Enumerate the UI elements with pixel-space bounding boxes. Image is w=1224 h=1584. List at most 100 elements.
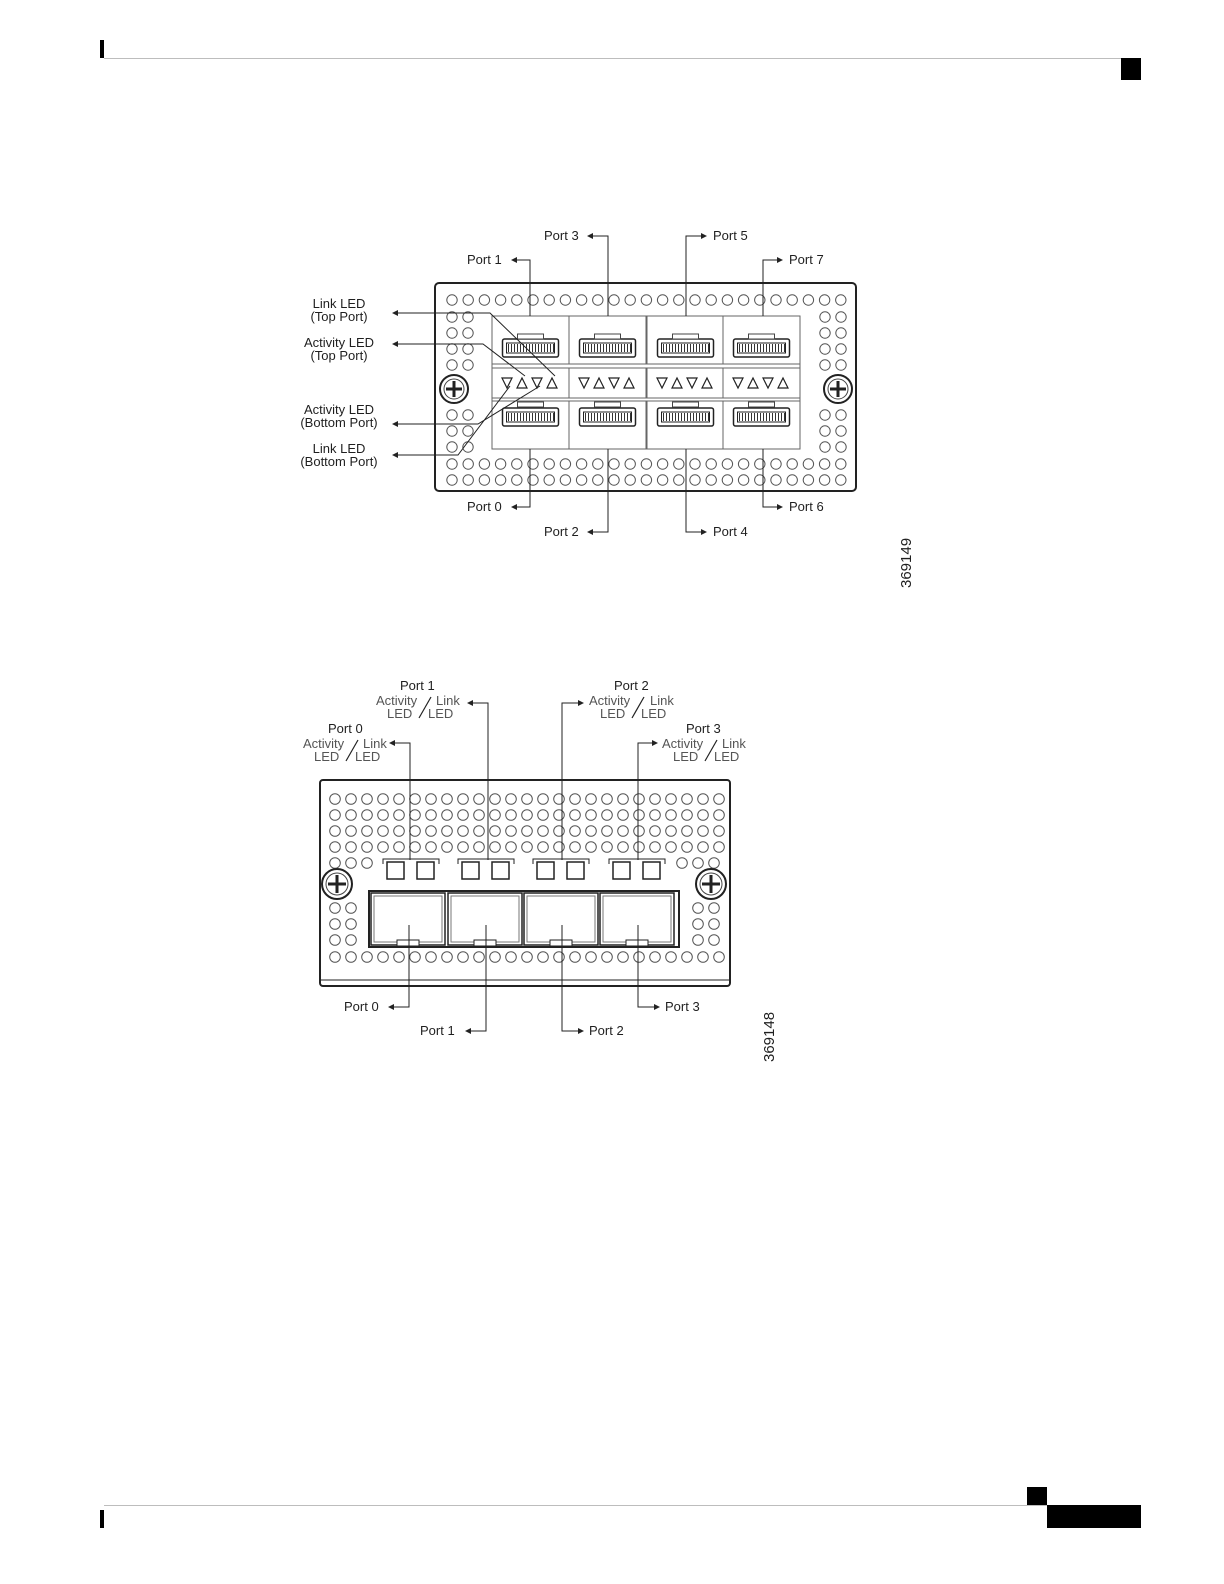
vent-hole — [819, 343, 831, 355]
vent-hole — [665, 951, 677, 963]
vent-hole — [393, 951, 405, 963]
svg-text:Port 2: Port 2 — [614, 678, 649, 693]
vent-hole — [511, 294, 523, 306]
vent-hole — [462, 327, 474, 339]
vent-hole — [835, 327, 847, 339]
vent-holes — [446, 294, 847, 486]
vent-hole — [473, 825, 485, 837]
link-led-top-sublabel: (Top Port) — [310, 309, 367, 324]
svg-text:LED: LED — [314, 749, 339, 764]
vent-hole — [345, 902, 357, 914]
vent-hole — [489, 825, 501, 837]
vent-hole — [786, 474, 798, 486]
vent-hole — [673, 474, 685, 486]
vent-hole — [835, 294, 847, 306]
vent-hole — [393, 825, 405, 837]
vent-hole — [505, 825, 517, 837]
port-2-label: Port 2 — [544, 524, 579, 539]
vent-hole — [819, 441, 831, 453]
vent-hole — [601, 841, 613, 853]
led-triangle — [686, 377, 698, 390]
vent-hole — [489, 793, 501, 805]
vent-hole — [713, 793, 725, 805]
vent-hole — [446, 311, 458, 323]
vent-hole — [527, 474, 539, 486]
vent-hole — [521, 951, 533, 963]
link-led-bottom-sublabel: (Bottom Port) — [300, 454, 377, 469]
vent-hole — [692, 857, 704, 869]
vent-hole — [425, 825, 437, 837]
vent-hole — [489, 951, 501, 963]
vent-hole — [665, 825, 677, 837]
vent-hole — [705, 294, 717, 306]
vent-hole — [345, 841, 357, 853]
vent-hole — [457, 951, 469, 963]
vent-hole — [569, 809, 581, 821]
vent-hole — [592, 458, 604, 470]
vent-hole — [329, 918, 341, 930]
vent-hole — [457, 825, 469, 837]
vent-hole — [329, 857, 341, 869]
vent-hole — [692, 918, 704, 930]
vent-hole — [441, 793, 453, 805]
vent-hole — [705, 458, 717, 470]
vent-hole — [505, 841, 517, 853]
vent-hole — [713, 841, 725, 853]
vent-hole — [329, 809, 341, 821]
figure-id-369148: 369148 — [761, 1012, 778, 1062]
vent-hole — [737, 458, 750, 470]
footer-right-tab — [1047, 1505, 1141, 1528]
vent-hole — [617, 951, 629, 963]
port-2-label: Port 2 — [589, 1023, 624, 1038]
vent-hole — [770, 458, 782, 470]
vent-hole — [624, 474, 636, 486]
port-7-label: Port 7 — [789, 252, 824, 267]
vent-hole — [462, 343, 474, 355]
vent-hole — [754, 294, 766, 306]
led-triangle — [732, 377, 744, 390]
vent-hole — [713, 951, 725, 963]
vent-hole — [521, 809, 533, 821]
vent-hole — [393, 841, 405, 853]
four-port-module-figure: Port 0 Activity Link LED LED Port 1 Acti… — [303, 678, 778, 1062]
led-triangle — [777, 376, 789, 389]
vent-hole — [446, 409, 458, 421]
vent-hole — [692, 934, 704, 946]
vent-hole — [656, 474, 669, 486]
vent-hole — [473, 793, 485, 805]
link-led-bottom-label: Link LED — [313, 441, 366, 456]
vent-hole — [462, 458, 474, 470]
vent-hole — [721, 474, 734, 486]
vent-hole — [553, 793, 565, 805]
svg-text:LED: LED — [714, 749, 739, 764]
vent-hole — [409, 841, 421, 853]
vent-hole — [819, 359, 831, 371]
svg-text:Link: Link — [363, 736, 387, 751]
led-squares — [379, 857, 666, 895]
port-0-label: Port 0 — [344, 999, 379, 1014]
vent-hole — [559, 474, 572, 486]
svg-text:LED: LED — [673, 749, 698, 764]
vent-hole — [697, 793, 709, 805]
led-triangle — [546, 376, 558, 389]
vent-hole — [689, 458, 701, 470]
vent-hole — [649, 841, 661, 853]
vent-hole — [665, 809, 677, 821]
led-square — [566, 861, 585, 880]
vent-hole — [569, 951, 581, 963]
header-rule — [104, 58, 1140, 59]
vent-hole — [656, 294, 669, 306]
figure-id-369149: 369149 — [898, 538, 915, 588]
vent-hole — [708, 902, 720, 914]
vent-hole — [446, 359, 458, 371]
vent-hole — [617, 793, 629, 805]
vent-hole — [489, 841, 501, 853]
header-right-square — [1121, 58, 1141, 80]
vent-hole — [705, 474, 717, 486]
port-0-label: Port 0 — [467, 499, 502, 514]
vent-hole — [681, 793, 693, 805]
vent-hole — [478, 474, 491, 486]
led-triangle — [656, 377, 668, 390]
led-square — [491, 861, 510, 880]
vent-hole — [575, 458, 588, 470]
